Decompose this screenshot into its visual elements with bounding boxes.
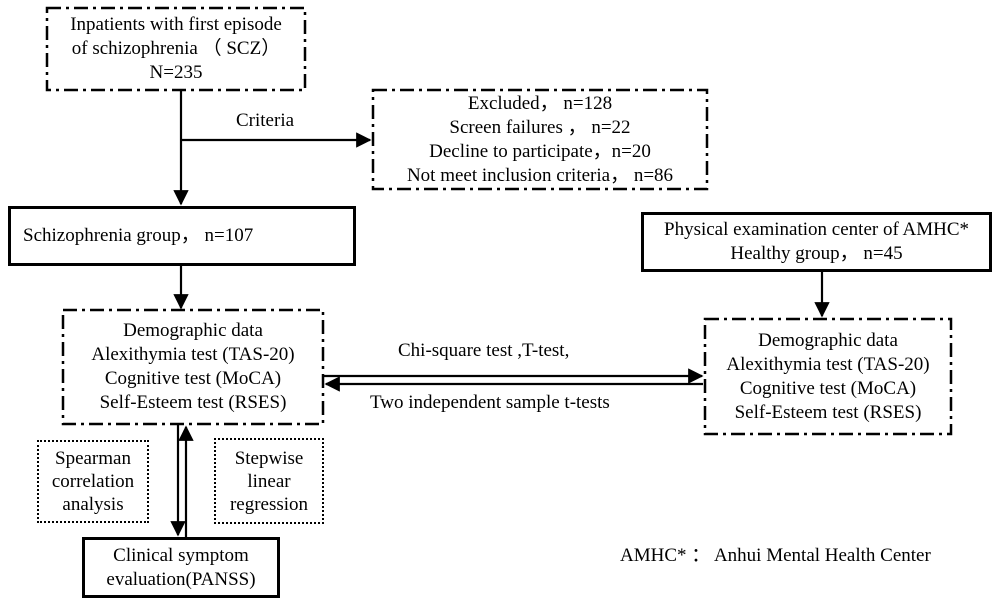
stepwise-box: Stepwise linear regression	[214, 438, 324, 524]
excluded-line-4: Not meet inclusion criteria， n=86	[406, 164, 674, 186]
stepwise-line-2: linear	[247, 470, 291, 492]
scz-tests-box-border	[61, 308, 325, 426]
spearman-line-1: Spearman	[55, 448, 131, 469]
healthy-tests-box: Demographic data Alexithymia test (TAS-2…	[705, 319, 951, 434]
scz-tests-line-1: Demographic data	[123, 320, 263, 341]
healthy-source-line-2: Healthy group， n=45	[730, 243, 903, 264]
scz-group-label: Schizophrenia group， n=107	[23, 225, 254, 246]
scz-tests-box: Demographic data Alexithymia test (TAS-2…	[63, 310, 323, 424]
healthy-tests-line-4: Self-Esteem test (RSES)	[734, 401, 922, 423]
stepwise-line-1: Stepwise	[234, 447, 304, 469]
healthy-tests-line-2: Alexithymia test (TAS-20)	[726, 353, 930, 375]
panss-line-2: evaluation(PANSS)	[106, 568, 256, 590]
excluded-box: Excluded， n=128 Screen failures ， n=22 D…	[373, 90, 707, 189]
panss-box: Clinical symptom evaluation(PANSS)	[82, 537, 280, 598]
inpatients-box: Inpatients with first episode of schizop…	[47, 8, 305, 90]
stepwise-line-3: regression	[229, 493, 309, 515]
excluded-line-2: Screen failures ， n=22	[449, 116, 631, 138]
panss-line-1: Clinical symptom	[113, 544, 249, 566]
excluded-line-3: Decline to participate，n=20	[429, 140, 651, 162]
healthy-tests-line-3: Cognitive test (MoCA)	[739, 377, 917, 399]
healthy-source-line-1: Physical examination center of AMHC*	[664, 219, 969, 240]
inpatients-line-2: of schizophrenia （ SCZ）	[71, 38, 281, 59]
scz-tests-line-2: Alexithymia test (TAS-20)	[91, 344, 295, 365]
healthy-tests-line-1: Demographic data	[758, 329, 898, 351]
scz-group-box: Schizophrenia group， n=107	[8, 206, 356, 266]
excluded-box-border	[371, 88, 709, 191]
footnote: AMHC* ： Anhui Mental Health Center	[620, 545, 931, 566]
spearman-line-3: analysis	[62, 494, 124, 515]
scz-tests-line-4: Self-Esteem test (RSES)	[99, 392, 287, 413]
healthy-source-box: Physical examination center of AMHC* Hea…	[641, 212, 992, 272]
scz-tests-line-3: Cognitive test (MoCA)	[104, 368, 282, 389]
inpatients-line-3: N=235	[149, 62, 203, 83]
comparison-top-label: Chi-square test ,T-test,	[398, 340, 570, 361]
comparison-bottom-label: Two independent sample t-tests	[370, 392, 610, 413]
inpatients-box-border	[45, 6, 307, 92]
criteria-label: Criteria	[236, 110, 295, 131]
inpatients-line-1: Inpatients with first episode	[70, 14, 282, 35]
healthy-tests-box-border	[703, 317, 953, 436]
excluded-line-1: Excluded， n=128	[467, 92, 613, 114]
spearman-box: Spearman correlation analysis	[37, 440, 149, 523]
spearman-line-2: correlation	[51, 471, 135, 492]
